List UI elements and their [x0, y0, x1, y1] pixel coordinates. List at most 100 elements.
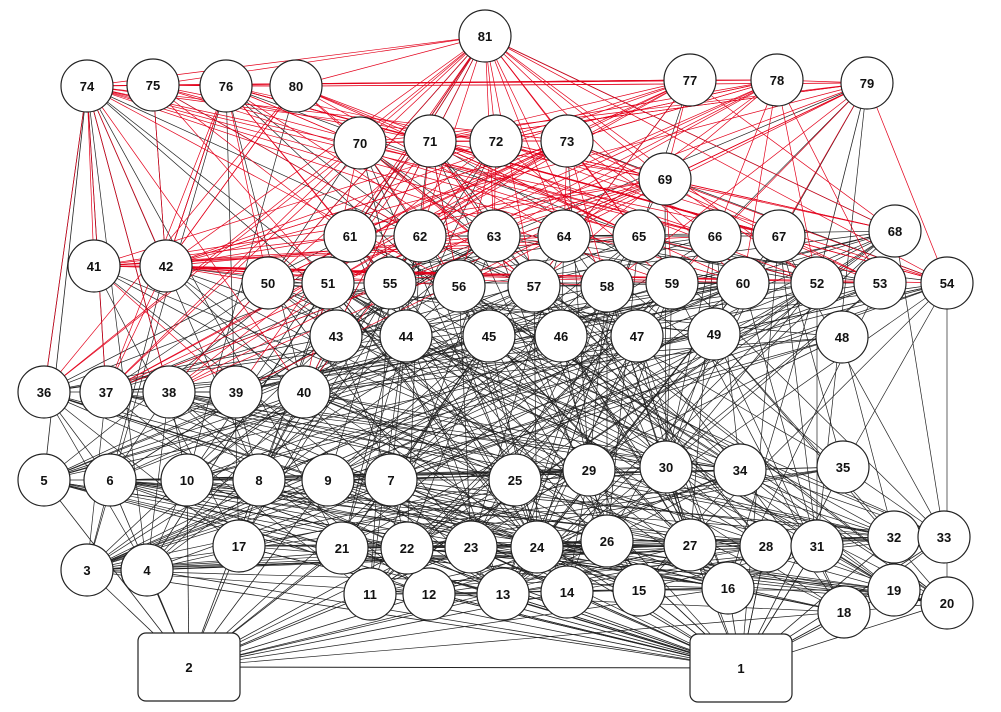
node-label-13: 13 [496, 587, 510, 602]
node-21: 21 [315, 521, 369, 575]
edge-69-68 [664, 178, 896, 232]
edge-49-54 [713, 282, 948, 335]
edge-1-2 [188, 666, 742, 669]
edge-32-48 [841, 336, 895, 538]
node-1: 1 [689, 633, 793, 703]
edge-23-50 [267, 282, 472, 548]
node-label-74: 74 [80, 79, 95, 94]
node-label-10: 10 [180, 473, 194, 488]
node-24: 24 [510, 520, 564, 574]
node-14: 14 [540, 565, 594, 619]
node-label-67: 67 [772, 229, 786, 244]
edge-4-54 [146, 282, 948, 571]
edge-5-61 [43, 235, 351, 481]
edge-24-45 [488, 335, 538, 548]
edge-79-67 [778, 82, 868, 237]
node-77: 77 [663, 53, 717, 107]
node-55: 55 [363, 256, 417, 310]
node-circle-63 [467, 209, 521, 263]
edge-81-80 [295, 35, 486, 87]
node-label-68: 68 [888, 224, 902, 239]
node-label-12: 12 [422, 587, 436, 602]
node-18: 18 [817, 585, 871, 639]
node-label-28: 28 [759, 539, 773, 554]
node-11: 11 [343, 567, 397, 621]
edge-1-10 [186, 479, 742, 669]
node-23: 23 [444, 520, 498, 574]
node-label-73: 73 [560, 134, 574, 149]
node-label-14: 14 [560, 585, 575, 600]
edge-12-26 [428, 540, 608, 595]
node-circle-4 [120, 543, 174, 597]
node-20: 20 [920, 576, 974, 630]
edge-74-37 [86, 85, 107, 393]
node-31: 31 [790, 519, 844, 573]
node-circle-58 [580, 259, 634, 313]
node-circle-48 [815, 310, 869, 364]
edge-3-46 [86, 335, 562, 571]
edge-73-78 [566, 79, 778, 142]
node-54: 54 [920, 256, 974, 310]
node-label-17: 17 [232, 539, 246, 554]
edge-77-51 [327, 79, 691, 284]
node-44: 44 [379, 309, 433, 363]
edge-41-69 [93, 178, 666, 267]
node-circle-44 [379, 309, 433, 363]
node-label-56: 56 [452, 279, 466, 294]
node-label-38: 38 [162, 385, 176, 400]
node-circle-10 [160, 453, 214, 507]
edge-74-42 [86, 85, 167, 267]
edge-13-41 [93, 265, 504, 595]
node-33: 33 [917, 510, 971, 564]
node-circle-8 [232, 453, 286, 507]
node-label-75: 75 [146, 78, 160, 93]
node-72: 72 [469, 114, 523, 168]
node-26: 26 [580, 514, 634, 568]
node-29: 29 [562, 443, 616, 497]
node-37: 37 [79, 365, 133, 419]
node-circle-57 [507, 259, 561, 313]
node-label-40: 40 [297, 385, 311, 400]
node-circle-66 [688, 209, 742, 263]
node-label-47: 47 [630, 329, 644, 344]
node-76: 76 [199, 59, 253, 113]
node-circle-38 [142, 365, 196, 419]
node-circle-80 [269, 59, 323, 113]
edge-6-40 [109, 391, 305, 481]
node-label-77: 77 [683, 73, 697, 88]
node-label-41: 41 [87, 259, 101, 274]
edge-4-38 [146, 391, 170, 571]
node-circle-49 [687, 307, 741, 361]
node-43: 43 [309, 309, 363, 363]
node-75: 75 [126, 58, 180, 112]
edge-77-68 [689, 79, 896, 232]
edge-17-53 [238, 282, 881, 547]
edge-71-76 [225, 85, 431, 142]
node-label-57: 57 [527, 279, 541, 294]
node-label-65: 65 [632, 229, 646, 244]
node-circle-79 [840, 56, 894, 110]
node-label-76: 76 [219, 79, 233, 94]
edge-75-61 [152, 84, 351, 237]
edge-57-60 [533, 282, 744, 287]
node-box-2 [137, 632, 241, 702]
node-circle-45 [462, 309, 516, 363]
node-label-79: 79 [860, 76, 874, 91]
node-circle-17 [212, 519, 266, 573]
node-label-22: 22 [400, 541, 414, 556]
node-circle-54 [920, 256, 974, 310]
node-79: 79 [840, 56, 894, 110]
node-circle-16 [701, 561, 755, 615]
node-59: 59 [645, 256, 699, 310]
node-circle-64 [537, 209, 591, 263]
node-73: 73 [540, 114, 594, 168]
edge-34-37 [105, 391, 741, 471]
node-label-27: 27 [683, 538, 697, 553]
node-circle-73 [540, 114, 594, 168]
node-label-36: 36 [37, 385, 51, 400]
node-label-32: 32 [887, 530, 901, 545]
node-label-43: 43 [329, 329, 343, 344]
edge-69-38 [168, 178, 666, 393]
node-circle-51 [301, 256, 355, 310]
node-label-42: 42 [159, 259, 173, 274]
